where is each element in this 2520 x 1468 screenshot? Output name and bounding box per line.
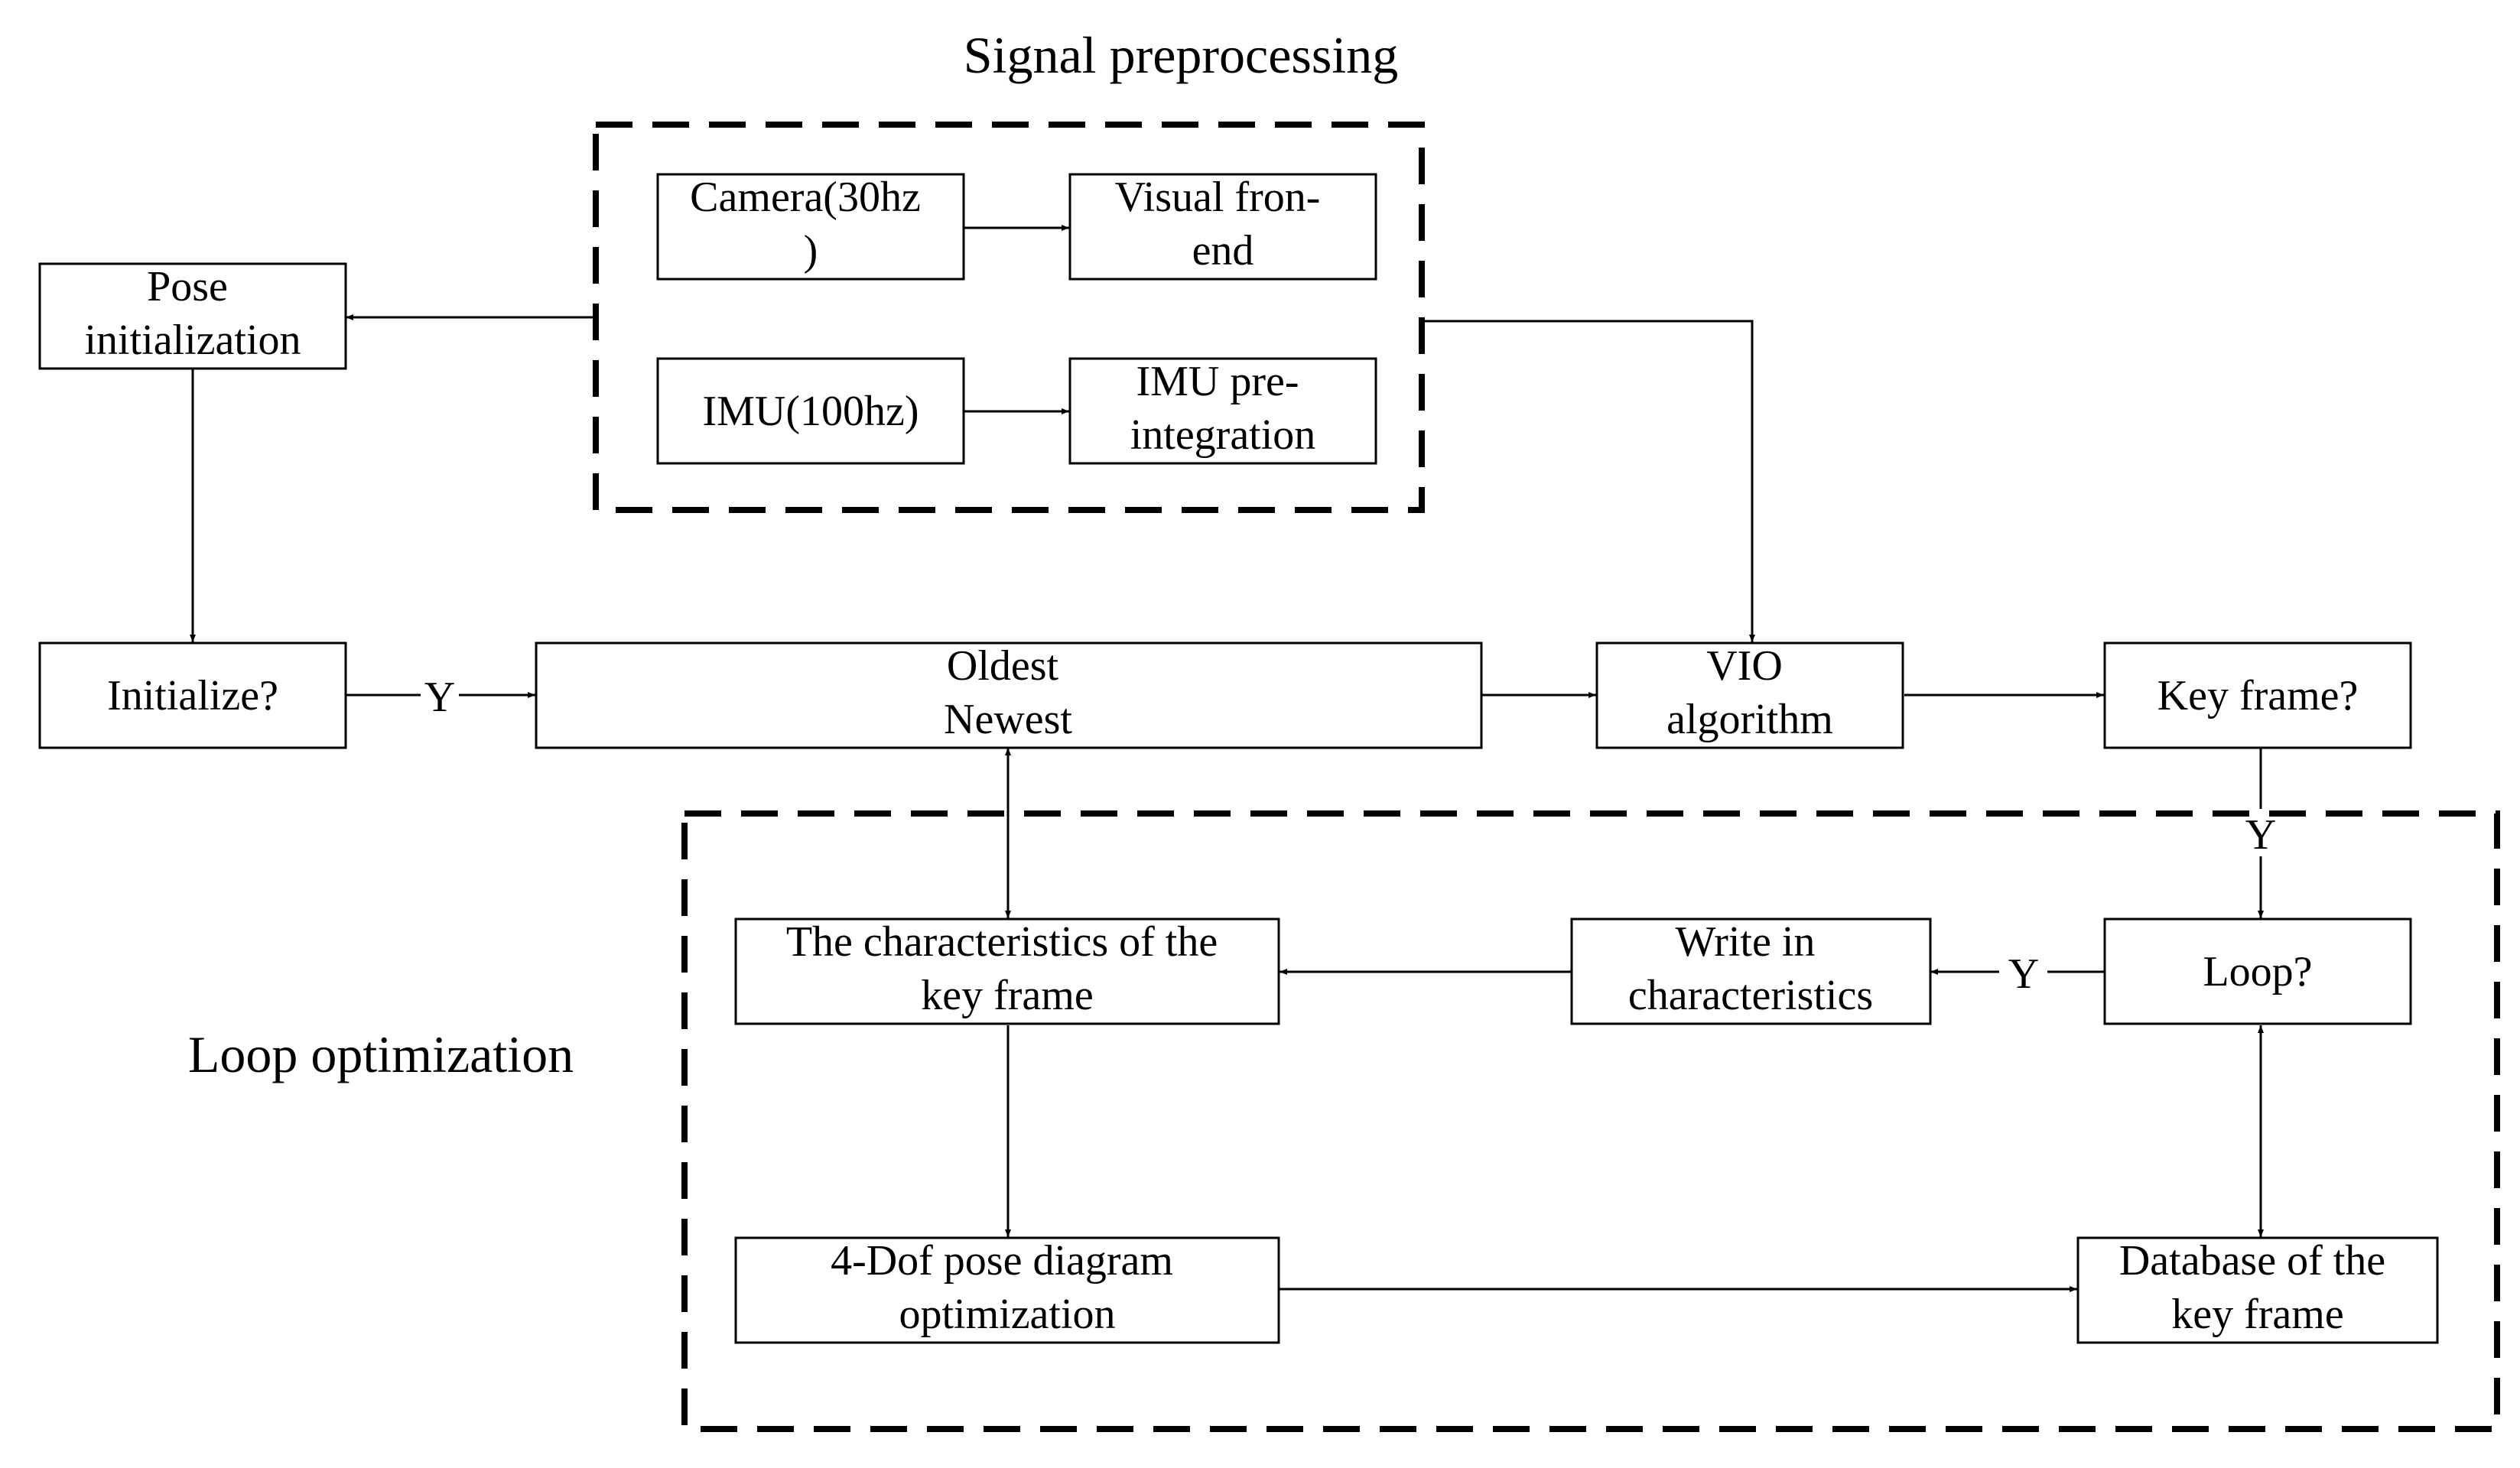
svg-text:Camera(30hz ): Camera(30hz ) [690, 174, 932, 274]
node-keyq-line-1: Key frame? [2157, 672, 2359, 719]
node-camera-line-1: Camera(30hz [690, 174, 921, 221]
node-charkf-line-1: The characteristics of the [786, 918, 1218, 966]
node-visual-front-end: Visual fron- end [1068, 173, 1377, 281]
loop-optimization-frame [681, 810, 2500, 1432]
node-loop: Loop? [2103, 917, 2412, 1025]
node-init-line-1: Initialize? [107, 672, 278, 719]
node-camera: Camera(30hz ) [656, 173, 965, 281]
node-write-line-2: characteristics [1628, 972, 1873, 1019]
svg-text:Visual fron- end: Visual fron- end [1115, 174, 1332, 274]
node-pose-line-2: initialization [84, 317, 301, 364]
node-vio-algorithm: VIO algorithm [1595, 641, 1904, 749]
svg-text:VIO algorithm: VIO algorithm [1666, 642, 1833, 743]
node-imu: IMU(100hz) [656, 357, 965, 465]
node-imu-preintegration: IMU pre- integration [1068, 357, 1377, 465]
node-loopq-line-1: Loop? [2203, 948, 2312, 995]
node-camera-line-2: ) [804, 227, 818, 274]
node-write-line-1: Write in [1676, 918, 1816, 966]
node-characteristics-of-key-frame: The characteristics of the key frame [734, 917, 1280, 1025]
svg-text:4-Dof pose diagram opt: 4-Dof pose diagram optimization [831, 1237, 1184, 1338]
svg-text:The characteristics of the: The characteristics of the key frame [786, 918, 1228, 1019]
node-initialize: Initialize? [38, 641, 347, 749]
edges [190, 225, 2264, 1292]
node-vio-line-2: algorithm [1666, 696, 1833, 743]
node-imu-line-1: IMU(100hz) [702, 388, 919, 435]
edge-label-loop-write: Y [2008, 950, 2039, 998]
node-key-frame-database: Database of the key frame [2076, 1236, 2439, 1344]
svg-text:Write in characteristi: Write in characteristics [1628, 918, 1873, 1019]
svg-text:Database of the key fr: Database of the key frame [2119, 1237, 2396, 1338]
edge-signal-vio [1422, 320, 1755, 642]
svg-text:Key frame?: Key frame? [2157, 672, 2359, 719]
nodes: Camera(30hz ) Visual fron- end IMU(100hz… [38, 173, 2439, 1344]
loop-optimization-title: Loop optimization [188, 1025, 574, 1083]
node-window-line-1: Oldest [947, 642, 1059, 690]
node-window-line-2: Newest [944, 696, 1072, 743]
svg-text:Pose initialization: Pose initialization [84, 263, 301, 364]
node-charkf-line-2: key frame [921, 972, 1093, 1019]
node-imupre-line-2: integration [1130, 411, 1316, 459]
edge-label-keyframe-loop: Y [2245, 811, 2276, 859]
node-4dof-pose-optimization: 4-Dof pose diagram optimization [734, 1236, 1280, 1344]
node-imupre-line-1: IMU pre- [1136, 358, 1299, 405]
svg-text:Oldest Newest: Oldest Newest [944, 642, 1072, 743]
node-db-line-2: key frame [2171, 1291, 2343, 1338]
node-pose-initialization: Pose initialization [38, 262, 347, 370]
svg-text:Initialize?: Initialize? [107, 672, 278, 719]
svg-text:IMU pre- integration: IMU pre- integration [1130, 358, 1316, 459]
signal-preprocessing-title: Signal preprocessing [964, 26, 1398, 84]
node-visual-line-2: end [1192, 227, 1254, 274]
node-visual-line-1: Visual fron- [1115, 174, 1321, 221]
node-vio-line-1: VIO [1706, 642, 1783, 690]
node-db-line-1: Database of the [2119, 1237, 2385, 1284]
node-key-frame: Key frame? [2103, 641, 2412, 749]
node-dof-line-1: 4-Dof pose diagram [831, 1237, 1173, 1284]
node-write-in-characteristics: Write in characteristics [1570, 917, 1932, 1025]
node-sliding-window: Oldest Newest [535, 641, 1483, 749]
svg-text:IMU(100hz): IMU(100hz) [702, 388, 919, 435]
node-dof-line-2: optimization [899, 1291, 1115, 1338]
node-pose-line-1: Pose [147, 263, 228, 310]
edge-label-init-window: Y [424, 674, 455, 721]
svg-text:Loop?: Loop? [2203, 948, 2312, 995]
